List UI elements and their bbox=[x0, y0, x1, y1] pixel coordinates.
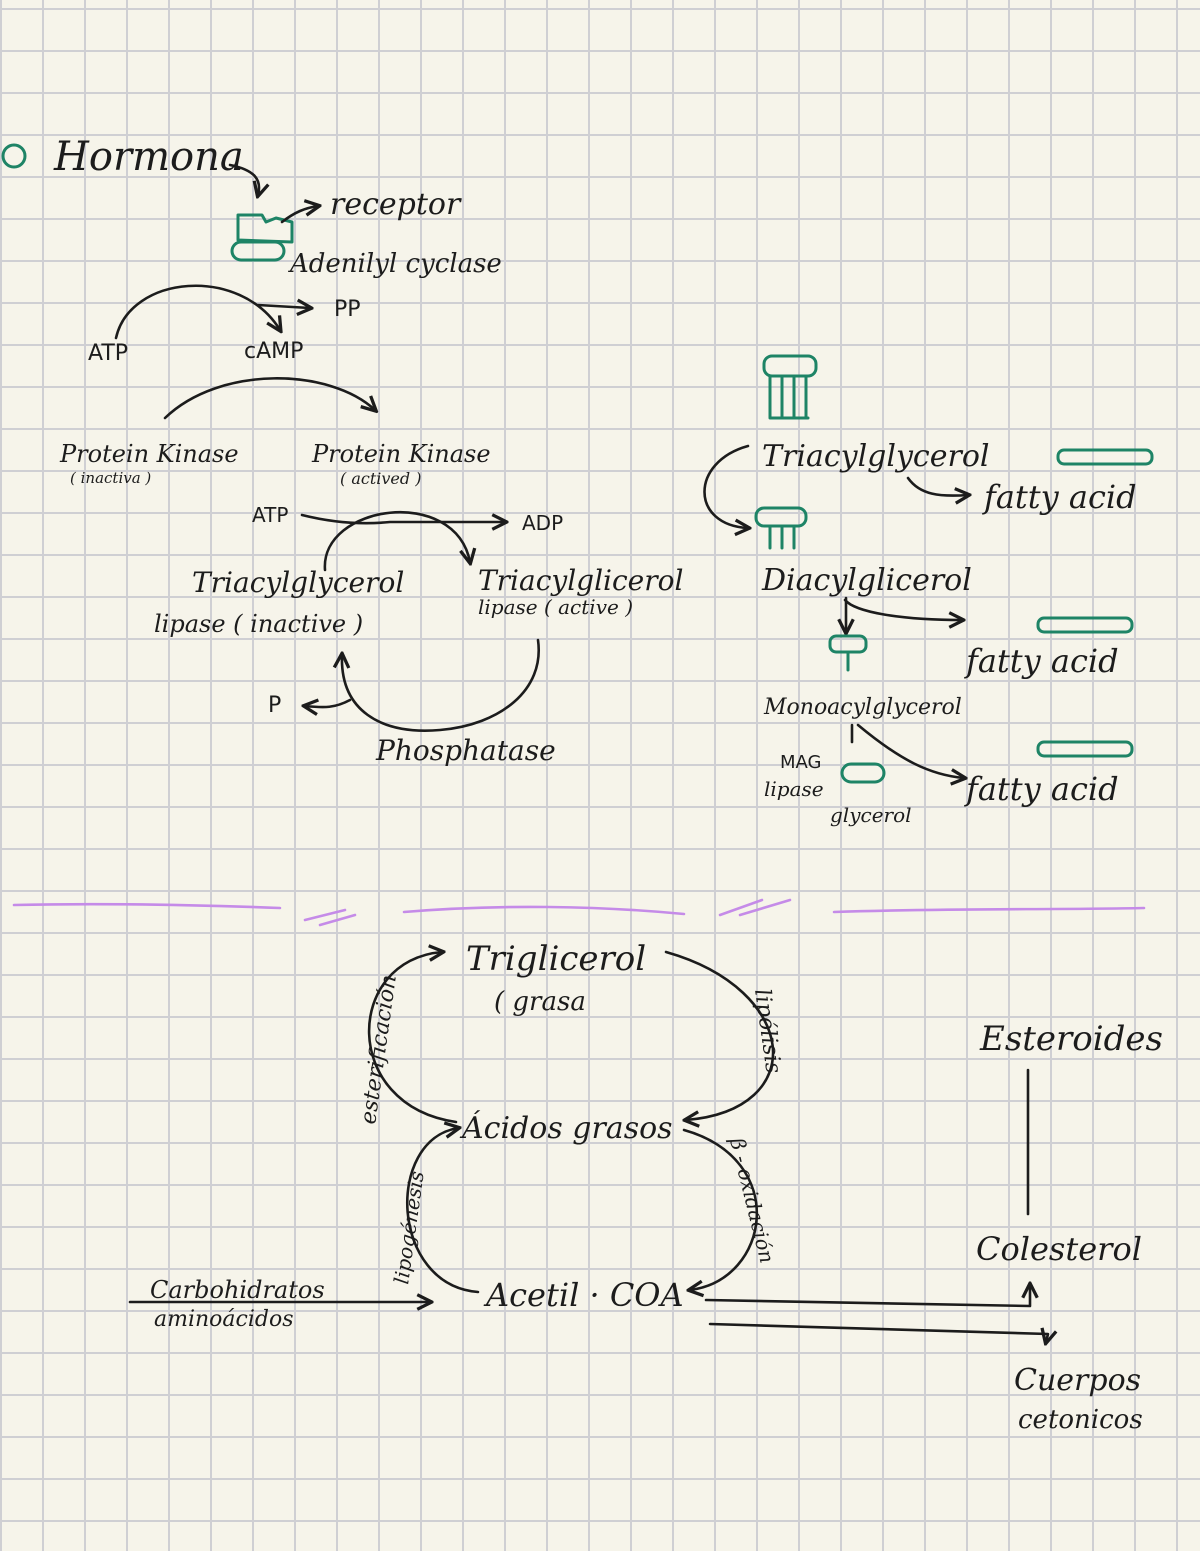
label-trigliceridos: Triglicerol bbox=[466, 939, 646, 979]
label-adenylyl-cyclase: Adenilyl cyclase bbox=[288, 249, 502, 279]
label-mag-lipase: lipase bbox=[764, 777, 824, 801]
fatty-acid-icon-3 bbox=[1036, 740, 1134, 758]
label-tg-lipase-inactive-2: lipase ( inactive ) bbox=[154, 610, 363, 638]
label-fatty-acid-3: fatty acid bbox=[964, 770, 1119, 808]
label-pk-inactive: Protein Kinase bbox=[59, 440, 239, 468]
label-pp: PP bbox=[334, 297, 361, 322]
label-grasa: ( grasa bbox=[494, 987, 586, 1017]
label-acidos-grasos: Ácidos grasos bbox=[459, 1110, 673, 1146]
diacylglycerol-icon bbox=[754, 506, 808, 550]
label-tg-lipase-inactive-1: Triacylglycerol bbox=[192, 566, 404, 599]
arrow-phosphatase-cycle bbox=[342, 638, 541, 732]
arrow-fatty-acid-3 bbox=[856, 723, 964, 778]
arrow-atp-adp bbox=[300, 515, 505, 523]
label-acetil-coa: Acetil · COA bbox=[483, 1276, 684, 1314]
arrow-kinase-activation bbox=[163, 377, 375, 420]
label-p: P bbox=[268, 693, 281, 718]
label-atp-2: ATP bbox=[252, 503, 288, 527]
label-carbohidratos: Carbohidratos bbox=[150, 1276, 325, 1304]
arrow-esterificacion bbox=[367, 952, 458, 1124]
label-cetonicos: cetonicos bbox=[1018, 1405, 1143, 1435]
label-esterificacion: esterificación bbox=[356, 973, 402, 1126]
label-hormona: Hormona bbox=[53, 134, 244, 180]
label-receptor: receptor bbox=[330, 187, 462, 222]
label-tg-lipase-active-2: lipase ( active ) bbox=[478, 595, 633, 619]
receptor-icon bbox=[230, 213, 294, 262]
arrow-to-receptor-label bbox=[280, 206, 318, 224]
label-pk-active: Protein Kinase bbox=[311, 440, 491, 468]
arrow-beta-oxidacion bbox=[682, 1128, 759, 1290]
label-pk-inactive-note: ( inactiva ) bbox=[70, 469, 151, 487]
glycerol-icon bbox=[840, 762, 886, 784]
arrow-lipase-activation bbox=[323, 511, 470, 572]
label-lipogenesis: lipogénesis bbox=[389, 1170, 429, 1286]
label-fatty-acid-2: fatty acid bbox=[964, 642, 1119, 680]
arrow-fatty-acid-2 bbox=[843, 598, 962, 620]
arrow-release-p bbox=[305, 700, 352, 707]
label-atp-1: ATP bbox=[88, 341, 128, 366]
arrow-lipogenesis bbox=[406, 1128, 480, 1294]
label-phosphatase: Phosphatase bbox=[375, 734, 556, 767]
label-aminoacidos: aminoácidos bbox=[154, 1307, 294, 1332]
label-adp: ADP bbox=[522, 511, 563, 535]
label-mag: MAG bbox=[780, 752, 821, 773]
label-lipolisis: lipólisis bbox=[749, 987, 786, 1075]
fatty-acid-icon-1 bbox=[1056, 448, 1154, 466]
triacylglycerol-icon bbox=[762, 354, 818, 420]
arrow-fatty-acid-1 bbox=[906, 476, 968, 496]
arrow-pp bbox=[256, 305, 310, 308]
arrow-tag-to-dag bbox=[703, 444, 749, 528]
arrow-atp-camp bbox=[114, 284, 280, 340]
label-camp: cAMP bbox=[244, 339, 303, 364]
arrow-lipolisis bbox=[664, 950, 775, 1120]
label-esteroides: Esteroides bbox=[979, 1019, 1163, 1059]
label-tg-lipase-active-1: Triacylglicerol bbox=[478, 564, 683, 597]
bullet-circle bbox=[1, 143, 27, 169]
label-pk-active-note: ( actived ) bbox=[340, 469, 421, 488]
fatty-acid-icon-2 bbox=[1036, 616, 1134, 634]
arrow-acetil-to-colesterol bbox=[704, 1285, 1030, 1308]
arrow-acetil-to-cuerpos bbox=[708, 1322, 1048, 1342]
label-monoacylglycerol: Monoacylglycerol bbox=[763, 695, 962, 720]
label-glycerol: glycerol bbox=[830, 803, 912, 827]
label-fatty-acid-1: fatty acid bbox=[982, 478, 1137, 516]
label-colesterol: Colesterol bbox=[976, 1230, 1142, 1268]
label-triacylglycerol: Triacylglycerol bbox=[762, 439, 989, 474]
monoacylglycerol-icon bbox=[828, 634, 868, 672]
label-diacylglycerol: Diacylglicerol bbox=[761, 563, 972, 598]
section-divider bbox=[12, 898, 1146, 927]
label-cuerpos: Cuerpos bbox=[1014, 1363, 1141, 1398]
arrow-hormona-receptor bbox=[228, 163, 259, 195]
label-beta-oxidacion: β - oxidación bbox=[725, 1134, 779, 1265]
